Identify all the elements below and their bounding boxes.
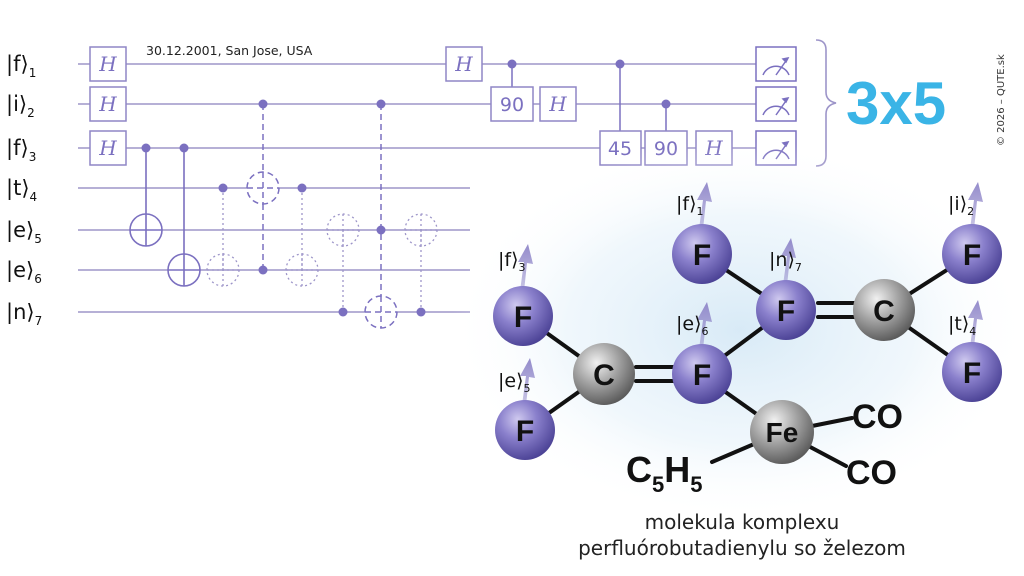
svg-text:Fe: Fe (766, 417, 799, 448)
fluorine-atom: F (942, 224, 1002, 284)
control-dot (615, 59, 625, 69)
control-dot (179, 143, 189, 153)
h-gate-label: H (98, 52, 117, 76)
control-dot (141, 143, 151, 153)
fluorine-atom: F (942, 342, 1002, 402)
result-value: 3x5 (846, 70, 946, 137)
control-dot (661, 99, 671, 109)
h-gate-q2 (89, 86, 127, 122)
svg-text:F: F (963, 239, 981, 272)
phase-gate-label: 90 (500, 94, 524, 116)
caption-line-1: molekula komplexu (645, 510, 840, 534)
qubit-label-3: |f⟩3 (6, 136, 36, 164)
h-gate-q1 (89, 46, 127, 82)
qubit-label-1: |f⟩1 (6, 52, 36, 80)
optional-cnot-gate (206, 188, 240, 287)
h-gate-label: H (98, 92, 117, 116)
carbonyl-ligand: CO (852, 398, 903, 436)
control-dot (376, 99, 386, 109)
measurement-meter-icon (755, 46, 797, 82)
phase-gate-label: 45 (608, 138, 632, 160)
fluorine-atom: F (672, 224, 732, 284)
atom-qubit-label: |e⟩5 (498, 370, 531, 395)
h-gate-q2-qft (539, 86, 577, 122)
h-gate-q3 (89, 130, 127, 166)
h-gate-q1-qft (445, 46, 483, 82)
iron-atom: Fe (750, 400, 814, 464)
carbon-atom: C (853, 279, 915, 341)
qubit-label-6: |e⟩6 (6, 258, 42, 286)
fluorine-atom: F (756, 280, 816, 340)
cnot-gate (167, 148, 201, 287)
fluorine-atom: F (672, 344, 732, 404)
control-dot (258, 265, 268, 275)
fluorine-atom: F (493, 286, 553, 346)
background-glow (450, 140, 1024, 520)
svg-text:F: F (693, 239, 711, 272)
fluorine-atom: F (495, 400, 555, 460)
svg-text:F: F (963, 357, 981, 390)
qubit-label-7: |n⟩7 (6, 300, 42, 328)
result-brace (815, 39, 837, 167)
carbon-atom: C (573, 343, 635, 405)
toffoli-gate (246, 104, 280, 270)
cnot-gate (129, 148, 163, 247)
control-dot (416, 307, 426, 317)
h-gate-label: H (98, 136, 117, 160)
control-dot (258, 99, 268, 109)
control-dot (218, 183, 228, 193)
svg-text:C: C (593, 359, 615, 392)
svg-text:F: F (514, 301, 532, 334)
optional-cnot-gate (326, 213, 360, 312)
cyclopentadienyl-ligand: C5H5 (626, 449, 703, 497)
caption-line-2: perfluórobutadienylu so železom (578, 536, 906, 560)
molecule-diagram: F F C F F F C F (450, 140, 1024, 560)
control-dot (507, 59, 517, 69)
phase-gate-90 (490, 86, 534, 122)
h-gate-label: H (454, 52, 473, 76)
copyright: © 2026 – QUTE.sk (996, 54, 1007, 146)
measurement-meter-icon (755, 86, 797, 122)
carbonyl-ligand: CO (846, 454, 897, 492)
atom-qubit-label: |i⟩2 (948, 193, 974, 218)
control-dot (297, 183, 307, 193)
toffoli-gate (364, 104, 398, 329)
control-dot (376, 225, 386, 235)
qubit-label-2: |i⟩2 (6, 92, 35, 120)
svg-text:F: F (516, 415, 534, 448)
svg-text:F: F (693, 359, 711, 392)
h-gate-label: H (548, 92, 567, 116)
svg-text:C: C (873, 295, 895, 328)
qubit-label-5: |e⟩5 (6, 218, 42, 246)
optional-cnot-gate (285, 188, 319, 287)
date-location: 30.12.2001, San Jose, USA (146, 43, 313, 58)
qubit-label-4: |t⟩4 (6, 176, 37, 204)
svg-text:F: F (777, 295, 795, 328)
control-dot (338, 307, 348, 317)
optional-cnot-gate (404, 213, 438, 312)
